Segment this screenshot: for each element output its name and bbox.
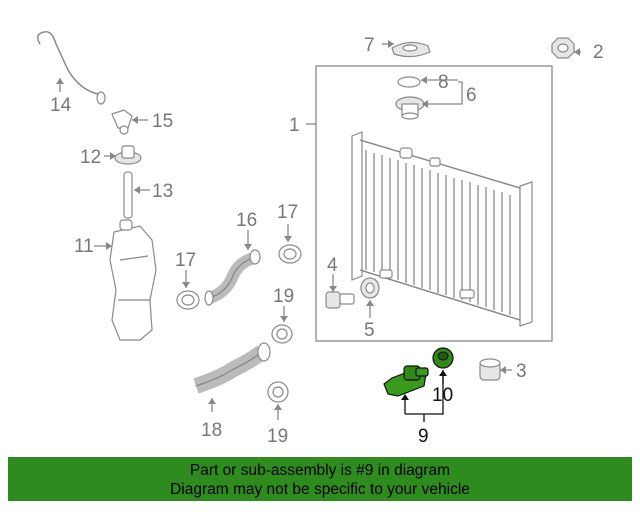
callout-11: 11 bbox=[74, 236, 94, 257]
callout-1: 1 bbox=[289, 115, 300, 136]
radiator-assembly-box bbox=[315, 65, 553, 342]
callout-8: 8 bbox=[438, 72, 449, 93]
callout-6: 6 bbox=[466, 85, 477, 106]
callout-18: 18 bbox=[201, 420, 222, 441]
cushion-3-part bbox=[479, 358, 501, 381]
callout-13: 13 bbox=[152, 181, 173, 202]
clamp-19b-part bbox=[267, 381, 289, 403]
callout-7: 7 bbox=[364, 35, 375, 56]
callout-9: 9 bbox=[418, 426, 429, 447]
nut-2-part bbox=[551, 37, 575, 59]
callout-14: 14 bbox=[50, 95, 72, 116]
callout-17b: 17 bbox=[277, 202, 298, 223]
clamp-19a-part bbox=[271, 324, 293, 344]
hose-18-part bbox=[193, 342, 271, 394]
washer-5-part bbox=[360, 277, 380, 299]
radiator-part bbox=[351, 131, 533, 327]
callout-4: 4 bbox=[327, 255, 338, 276]
radiator-cap-part bbox=[395, 96, 425, 120]
callout-2: 2 bbox=[593, 42, 604, 63]
clamp-17b-part bbox=[278, 244, 302, 264]
drain-plug-part bbox=[325, 291, 355, 309]
hose-16-part bbox=[204, 249, 261, 306]
highlighted-part-10 bbox=[432, 347, 454, 369]
banner-line-2: Diagram may not be specific to your vehi… bbox=[170, 481, 470, 498]
o-ring-part bbox=[397, 76, 421, 88]
callout-3: 3 bbox=[516, 361, 527, 382]
callout-5: 5 bbox=[364, 320, 375, 341]
callout-16: 16 bbox=[236, 210, 257, 231]
banner-line-1: Part or sub-assembly is #9 in diagram bbox=[189, 462, 451, 479]
tube-13-part bbox=[123, 171, 133, 219]
callout-19b: 19 bbox=[267, 426, 288, 447]
callout-17a: 17 bbox=[175, 250, 196, 271]
callout-15: 15 bbox=[152, 111, 173, 132]
hose-14-part bbox=[37, 31, 106, 105]
info-banner: Part or sub-assembly is #9 in diagram Di… bbox=[8, 457, 632, 501]
clip-15-part bbox=[111, 109, 133, 135]
exploded-view: 1 2 3 4 5 6 7 8 9 10 11 12 13 14 15 16 1… bbox=[37, 31, 604, 447]
cap-7-part bbox=[391, 41, 431, 58]
callout-12: 12 bbox=[80, 147, 101, 168]
callout-19a: 19 bbox=[273, 286, 294, 307]
callout-10: 10 bbox=[432, 385, 453, 406]
clamp-17a-part bbox=[176, 290, 200, 310]
cap-12-part bbox=[114, 145, 142, 165]
highlighted-part-9 bbox=[383, 365, 429, 397]
reserve-tank-11-part bbox=[109, 219, 157, 341]
